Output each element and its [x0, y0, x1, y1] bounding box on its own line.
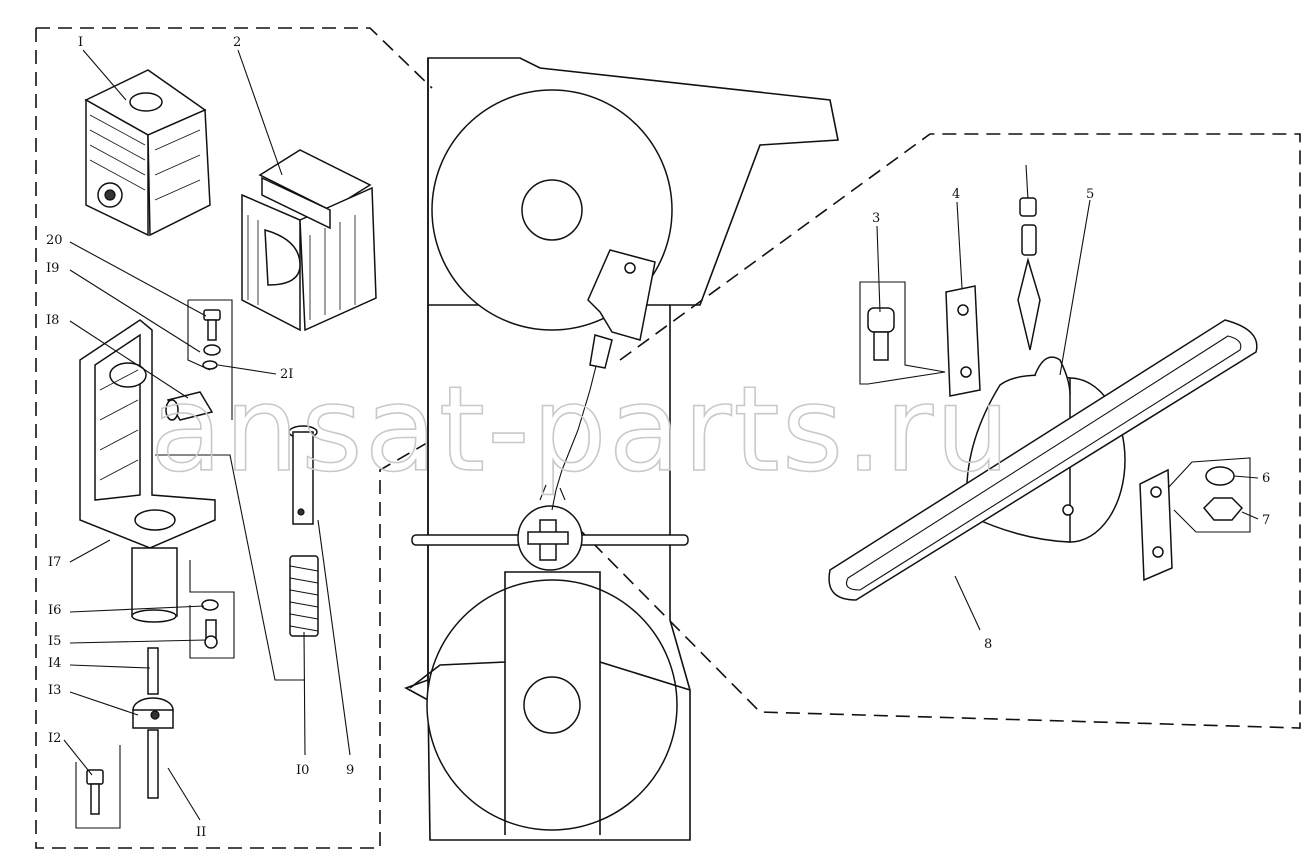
callout-7: 7	[1262, 513, 1270, 528]
callout-2: 2	[233, 35, 241, 50]
bolt-twelve	[75, 745, 121, 829]
l-bracket	[79, 319, 216, 623]
callout-16: I6	[48, 603, 61, 618]
callout-10: I0	[296, 763, 309, 778]
callout-19: I9	[46, 261, 59, 276]
left-detail-frame	[35, 27, 433, 849]
callout-3: 3	[872, 211, 880, 226]
bolt-washer-lower	[189, 560, 235, 659]
lower-pulley-hub	[523, 676, 581, 734]
callout-9: 9	[346, 763, 354, 778]
bushing	[165, 391, 214, 421]
right-detail-frame	[579, 133, 1301, 729]
callout-14: I4	[48, 656, 61, 671]
switch-cover	[241, 149, 377, 332]
callout-15: I5	[48, 634, 61, 649]
callout-20: 20	[46, 233, 63, 248]
pin-and-spring	[155, 425, 319, 681]
conveyor-assembly	[404, 57, 839, 841]
plate-washer-nut	[1139, 457, 1251, 582]
drill-rod	[132, 647, 174, 799]
watermark: ansat-parts.ru	[150, 360, 1012, 498]
cable-end	[1017, 164, 1041, 351]
leader-lines	[63, 49, 1259, 821]
upper-pulley-hub	[521, 179, 583, 241]
callout-6: 6	[1262, 471, 1270, 486]
callout-21: 2I	[280, 367, 293, 382]
callout-17: I7	[48, 555, 61, 570]
callout-18: I8	[46, 313, 59, 328]
handle-bar-eight	[828, 319, 1258, 601]
switch-housing	[84, 69, 211, 237]
bolt-three	[859, 281, 946, 385]
screw-washer-set	[187, 299, 233, 420]
callout-5: 5	[1086, 187, 1094, 202]
limit-switch	[587, 249, 656, 341]
callout-4: 4	[952, 187, 960, 202]
callout-12: I2	[48, 731, 61, 746]
callout-labels: I 2 3 4 5 6 7 8 9 I0 II I2 I3 I4 I5 I6 I…	[46, 35, 1270, 840]
plate-four	[945, 285, 981, 397]
callout-13: I3	[48, 683, 61, 698]
callout-1: I	[78, 35, 83, 50]
callout-11: II	[196, 825, 206, 840]
callout-8: 8	[984, 637, 992, 652]
